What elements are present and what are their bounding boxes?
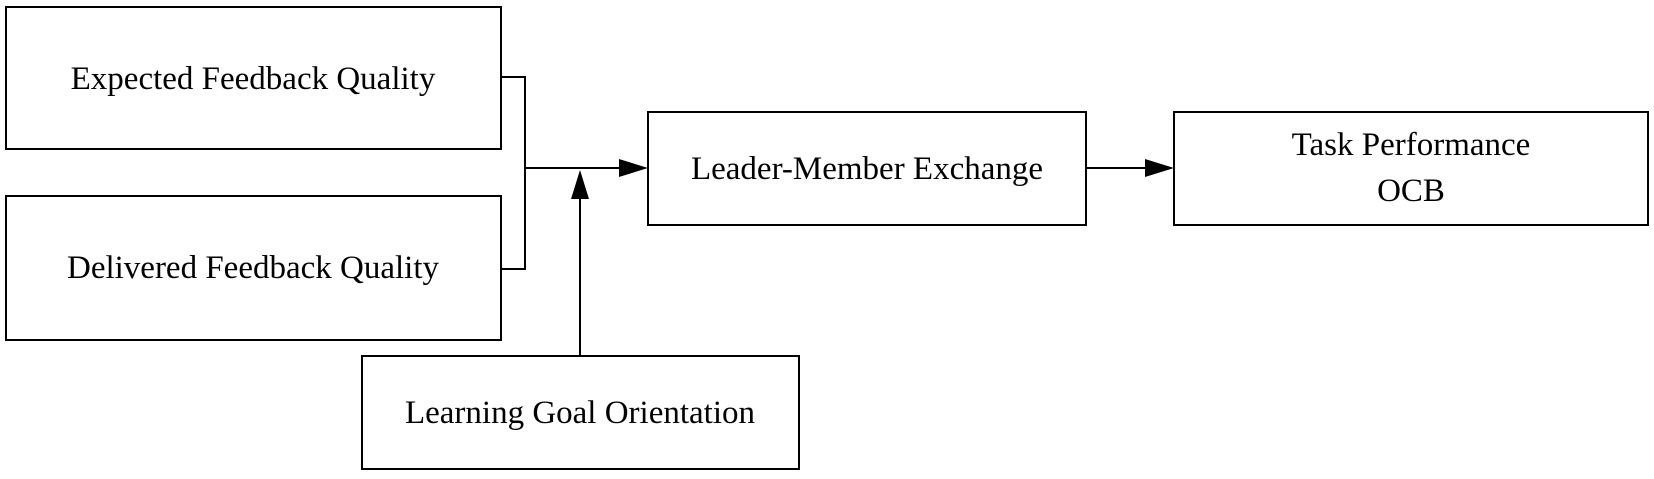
node-expected-feedback-quality-box: [5, 6, 502, 150]
node-outcomes-box: [1173, 111, 1649, 226]
feedback-bracket-connector: [501, 76, 526, 270]
node-expected-feedback-quality-label: Expected Feedback Quality: [71, 61, 436, 97]
node-learning-goal-orientation-label: Learning Goal Orientation: [405, 395, 755, 431]
node-outcomes-label-ocb: OCB: [1377, 173, 1445, 209]
node-outcomes-label-task-performance: Task Performance: [1292, 127, 1531, 163]
node-leader-member-exchange: Leader-Member Exchange: [647, 111, 1087, 226]
arrow-lgo-moderator-head: [571, 170, 589, 199]
node-outcomes: Task Performance OCB: [1173, 111, 1649, 226]
node-learning-goal-orientation: Learning Goal Orientation: [361, 355, 800, 470]
node-leader-member-exchange-box: [647, 111, 1087, 226]
node-delivered-feedback-quality-label: Delivered Feedback Quality: [67, 250, 440, 286]
arrow-lmx-to-outcomes-head: [1145, 159, 1174, 177]
node-expected-feedback-quality: Expected Feedback Quality: [5, 6, 502, 150]
node-delivered-feedback-quality: Delivered Feedback Quality: [5, 195, 502, 341]
node-delivered-feedback-quality-box: [5, 195, 502, 341]
node-leader-member-exchange-label: Leader-Member Exchange: [691, 151, 1043, 187]
arrow-feedback-to-lmx-head: [619, 159, 648, 177]
